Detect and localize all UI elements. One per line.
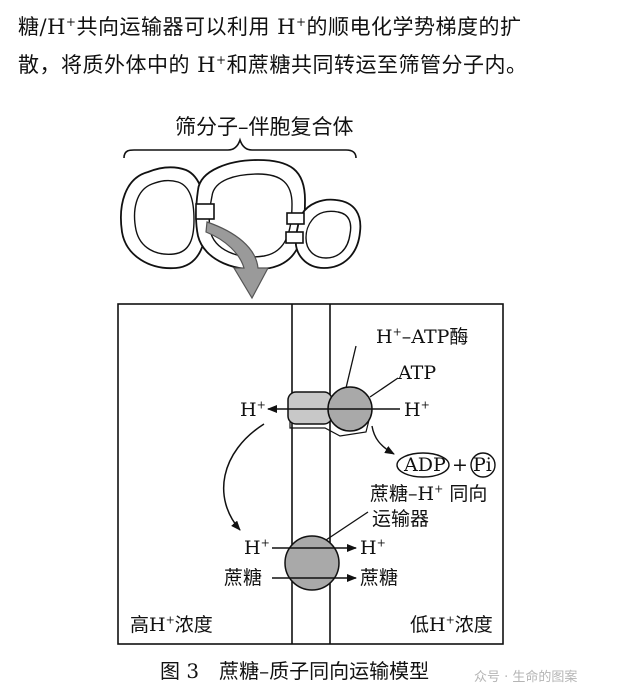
symport-proton-out: H+	[360, 536, 386, 559]
plasmodesma-box	[286, 212, 305, 225]
atpase-label: H+–ATP酶	[376, 325, 469, 348]
plasmodesma-box	[285, 231, 304, 244]
adp-label: ADP	[404, 454, 446, 476]
atp-label: ATP	[398, 362, 437, 384]
atpase-channel	[287, 391, 333, 425]
high-proton-label: 高H+浓度	[130, 613, 213, 636]
symporter-label-line2: 运输器	[372, 508, 430, 530]
complex-label: 筛分子–伴胞复合体	[175, 115, 354, 139]
magnified-region-box	[195, 203, 215, 220]
para-sup: +	[65, 15, 77, 29]
middle-cell-inner	[208, 173, 293, 258]
para-text: 散，将质外体中的 H	[18, 53, 216, 77]
atp-pointer	[369, 377, 399, 398]
atp-hydrolysis-arrow	[371, 425, 395, 455]
para-text: 糖/H	[18, 15, 66, 39]
low-proton-label: 低H+浓度	[410, 613, 493, 636]
para-sup: +	[216, 53, 227, 67]
figure-caption: 图 3 蔗糖–质子同向运输模型	[160, 659, 430, 683]
pi-label: Pi	[473, 454, 492, 476]
pi-bubble	[470, 452, 496, 478]
symporter-protein	[284, 535, 340, 591]
watermark: 众号 · 生命的图案	[474, 670, 578, 685]
left-cell-inner	[133, 179, 195, 255]
proton-label-inside: H+	[404, 398, 430, 421]
para-text: 和蔗糖共同转运至筛管分子内。	[226, 53, 528, 77]
zoom-arrow	[205, 221, 269, 300]
atpase-pointer	[345, 345, 357, 389]
intro-paragraph: 糖/H+共向运输器可以利用 H+的顺电化学势梯度的扩 散，将质外体中的 H+和蔗…	[18, 8, 608, 84]
plus-sign: +	[452, 454, 468, 476]
symport-proton-in: H+	[244, 536, 270, 559]
symporter-pointer	[325, 511, 369, 541]
para-text: 的顺电化学势梯度的扩	[306, 15, 522, 39]
proton-return-arrow	[223, 423, 265, 531]
sucrose-out-label: 蔗糖	[360, 567, 399, 589]
para-text: 共向运输器可以利用 H	[76, 15, 296, 39]
complex-brace	[123, 137, 357, 159]
proton-label-outside: H+	[240, 398, 266, 421]
sucrose-in-label: 蔗糖	[224, 567, 263, 589]
pump-footprint	[289, 410, 371, 437]
adp-bubble	[396, 452, 450, 478]
para-sup: +	[295, 15, 307, 29]
symporter-label: 蔗糖–H+ 同向	[370, 482, 488, 505]
right-cell-inner	[305, 210, 352, 259]
